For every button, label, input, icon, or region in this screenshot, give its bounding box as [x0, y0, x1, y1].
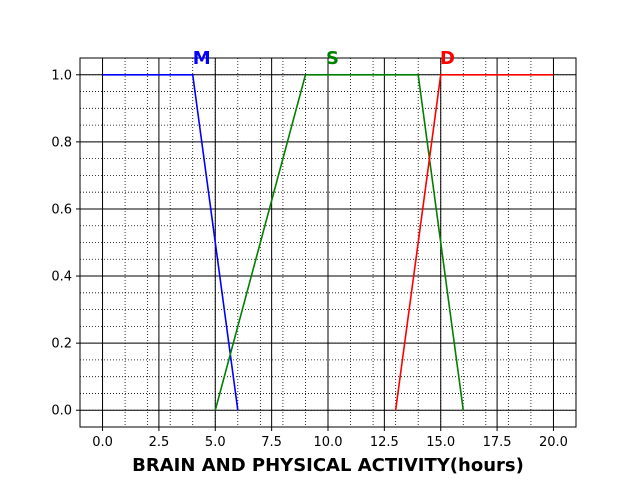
x-axis-title: BRAIN AND PHYSICAL ACTIVITY(hours): [132, 455, 524, 476]
x-tick-label: 7.5: [261, 435, 282, 450]
series-label-m: M: [193, 48, 211, 69]
x-tick-label: 12.5: [370, 435, 399, 450]
x-tick-label: 5.0: [205, 435, 226, 450]
x-tick-label: 2.5: [149, 435, 170, 450]
y-tick-label: 0.2: [51, 337, 72, 352]
y-axis-ticks: 0.0 0.2 0.4 0.6 0.8 1.0: [51, 68, 80, 419]
x-tick-label: 17.5: [483, 435, 512, 450]
y-tick-label: 0.4: [51, 270, 72, 285]
major-grid: [80, 58, 576, 427]
series-line-s: [214, 73, 465, 411]
x-tick-label: 0.0: [92, 435, 113, 450]
series-label-d: D: [440, 48, 455, 69]
y-tick-label: 0.6: [51, 202, 72, 217]
series-lines: [102, 73, 554, 411]
x-tick-label: 10.0: [314, 435, 343, 450]
x-tick-label: 20.0: [539, 435, 568, 450]
series-label-s: S: [326, 48, 339, 69]
y-tick-label: 0.0: [51, 404, 72, 419]
y-tick-label: 0.8: [51, 135, 72, 150]
x-tick-label: 15.0: [426, 435, 455, 450]
series-line-m: [102, 73, 239, 411]
x-axis-ticks: 0.0 2.5 5.0 7.5 10.0 12.5 15.0 17.5 20.0: [92, 427, 568, 450]
y-tick-label: 1.0: [51, 68, 72, 83]
series-line-d: [394, 73, 554, 411]
